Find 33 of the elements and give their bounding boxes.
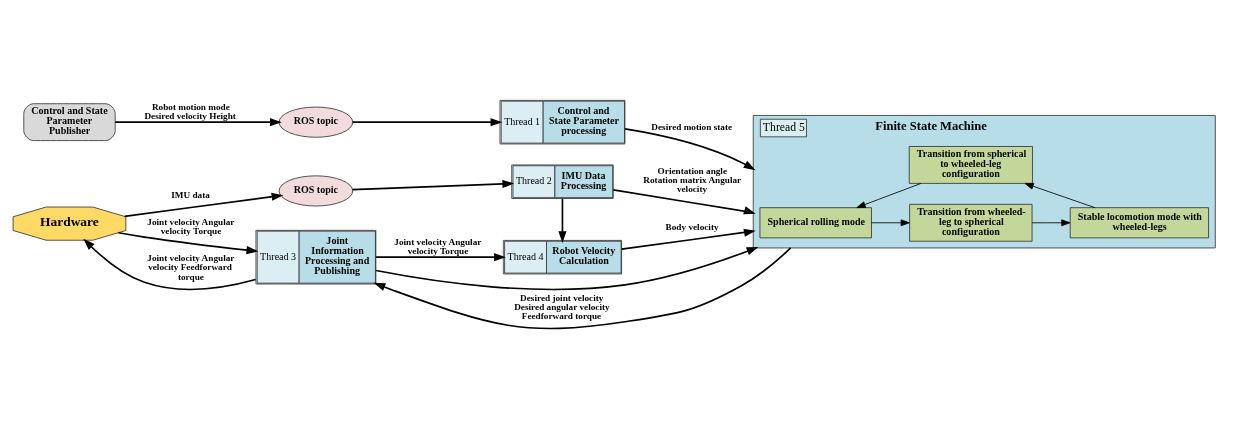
edge-label: Desired motion state <box>651 121 733 132</box>
edge-label: Joint velocity Angular velocity Torque <box>147 217 235 237</box>
arrow <box>1024 182 1096 209</box>
arrow <box>83 238 257 291</box>
node-ellipse: ROS topic <box>278 106 354 138</box>
arrow <box>114 118 282 127</box>
arrow <box>123 192 284 218</box>
arrow <box>373 247 792 330</box>
arrow <box>558 197 567 243</box>
arrow <box>1031 219 1071 227</box>
arrow <box>856 183 922 208</box>
arrow <box>375 253 506 262</box>
edge-label: Orientation angle Rotation matrix Angular velocity <box>643 165 742 195</box>
arrow <box>117 231 259 255</box>
arrow <box>624 128 756 171</box>
edge-label: Joint velocity Angular velocity Feedforward torque <box>147 253 235 282</box>
node-box: Stable locomotion mode with wheeled-legs <box>1069 207 1209 239</box>
edge-label: Desired joint velocity Desired angular velocity Feedforward torque <box>514 292 610 322</box>
node-box: Control and State Parameter Publisher <box>23 103 116 142</box>
arrow <box>612 189 756 215</box>
arrow <box>375 247 759 291</box>
arrow <box>351 179 515 191</box>
node-box: Spherical rolling mode <box>759 207 872 239</box>
node-ellipse: ROS topic <box>278 175 354 207</box>
edge-label: Robot motion mode Desired velocity Height <box>144 102 236 122</box>
arrow <box>620 228 756 251</box>
arrow <box>871 219 910 227</box>
edge-label: Body velocity <box>665 222 719 233</box>
node-box: Transition from wheeled-leg to spherical configuration <box>909 203 1033 242</box>
arrow <box>351 118 503 127</box>
edge-label: Joint velocity Angular velocity Torque <box>394 237 482 257</box>
node-box: Transition from spherical to wheeled-leg configuration <box>908 146 1033 184</box>
edge-label: IMU data <box>171 190 210 201</box>
